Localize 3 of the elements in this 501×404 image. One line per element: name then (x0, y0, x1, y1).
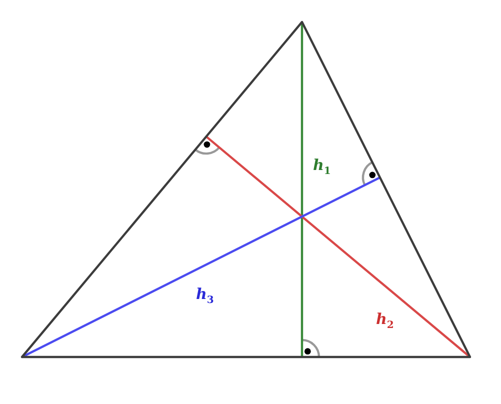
altitude-label: h$_{2}$ (376, 310, 394, 333)
altitude-label: h$_{1}$ (313, 156, 331, 179)
altitude-label: h$_{3}$ (196, 285, 214, 308)
